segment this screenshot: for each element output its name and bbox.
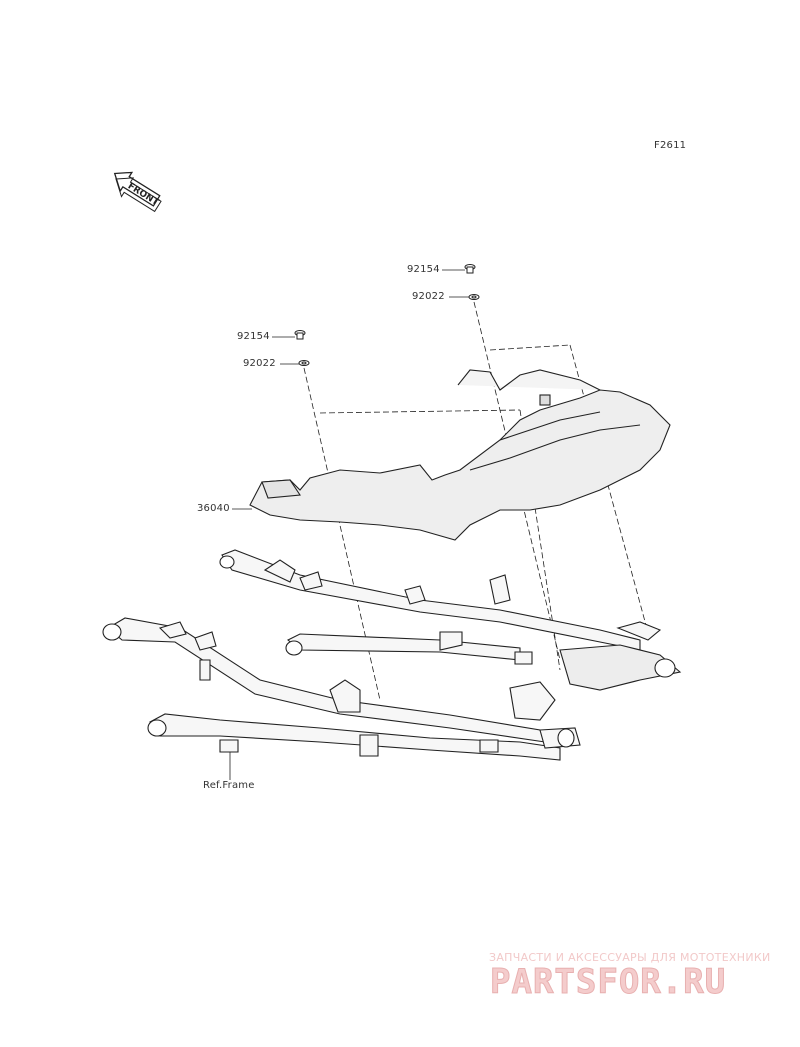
figure-code: F2611	[654, 140, 687, 151]
bolt-right-icon	[464, 264, 476, 274]
watermark-tagline: ЗАПЧАСТИ И АКСЕССУАРЫ ДЛЯ МОТОТЕХНИКИ	[489, 951, 771, 964]
seat-cover-shape	[249, 369, 671, 541]
front-direction-arrow-icon: FRONT	[113, 171, 162, 213]
leader-lines	[229, 269, 469, 780]
frame-shape	[102, 549, 682, 761]
bolt-left-icon	[294, 330, 306, 340]
watermark-logo: PARTSFOR.RU	[489, 962, 727, 1003]
washer-right-icon	[468, 294, 480, 300]
part-label-washer-right[interactable]: 92022	[412, 291, 445, 302]
washer-left-icon	[298, 360, 310, 366]
part-label-seat-cover[interactable]: 36040	[197, 503, 230, 514]
part-label-bolt-right[interactable]: 92154	[407, 264, 440, 275]
part-label-washer-left[interactable]: 92022	[243, 358, 276, 369]
reference-frame-label: Ref.Frame	[203, 780, 255, 791]
part-label-bolt-left[interactable]: 92154	[237, 331, 270, 342]
